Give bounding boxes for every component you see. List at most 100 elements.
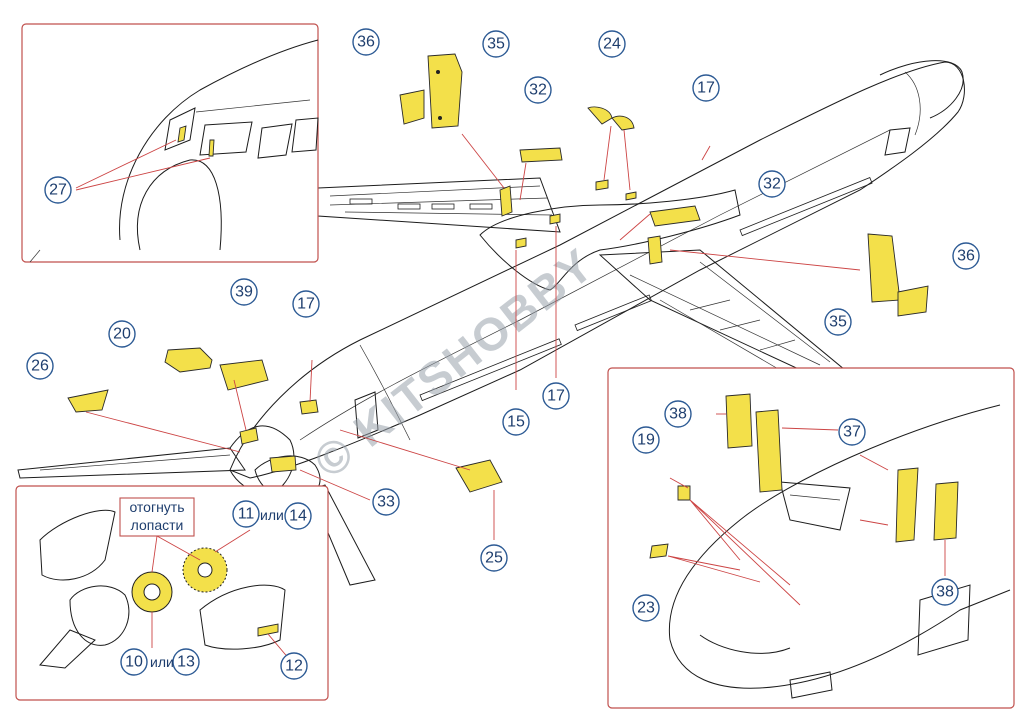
engine-cowl — [39, 509, 116, 581]
part-26 — [67, 389, 109, 413]
callout-17-low: 17 — [542, 382, 570, 410]
svg-text:13: 13 — [177, 654, 195, 671]
callout-38-upper: 38 — [664, 400, 692, 428]
note-bend-box — [119, 497, 195, 537]
callout-24: 24 — [598, 30, 626, 58]
callout-33: 33 — [372, 488, 400, 516]
svg-text:27: 27 — [49, 182, 67, 199]
part-25 — [455, 459, 503, 493]
callout-32-right: 32 — [758, 170, 786, 198]
part-wing-marker — [499, 185, 513, 217]
callout-13: 13 — [172, 648, 200, 676]
callout-10: 10 — [120, 648, 148, 676]
callout-35-right: 35 — [824, 308, 852, 336]
callout-14: 14 — [284, 502, 312, 530]
callout-17-mid: 17 — [292, 290, 320, 318]
part-35-right — [867, 233, 901, 303]
svg-text:35: 35 — [487, 36, 505, 53]
callout-25: 25 — [480, 544, 508, 572]
callout-17-top: 17 — [692, 74, 720, 102]
callout-39: 39 — [230, 278, 258, 306]
svg-text:32: 32 — [763, 176, 781, 193]
rear-door — [354, 391, 379, 439]
inset-engine: отогнуть лопасти — [15, 485, 329, 701]
part-23 — [649, 543, 669, 559]
parts-main — [67, 53, 929, 493]
callout-11: 11 — [232, 500, 260, 528]
callout-15: 15 — [502, 408, 530, 436]
svg-text:37: 37 — [843, 424, 861, 441]
cockpit-door — [884, 127, 911, 156]
aircraft-main — [17, 60, 965, 586]
callout-37: 37 — [838, 418, 866, 446]
part-39 — [219, 359, 269, 391]
svg-text:15: 15 — [507, 414, 525, 431]
part-32-right — [649, 205, 701, 227]
callout-20: 20 — [108, 320, 136, 348]
watermark: © KITSHOBBY — [304, 238, 604, 488]
wing-panels — [349, 198, 493, 210]
svg-text:33: 33 — [377, 494, 395, 511]
svg-text:39: 39 — [235, 284, 253, 301]
cabin-windows — [419, 177, 873, 402]
engine-core — [69, 585, 130, 646]
note-bend-line1: отогнуть — [129, 499, 184, 515]
svg-text:12: 12 — [285, 658, 303, 675]
part-tail-small — [299, 399, 319, 415]
inset-cockpit — [21, 23, 319, 263]
part-24b — [611, 115, 635, 131]
svg-text:38: 38 — [669, 406, 687, 423]
leader-lines — [85, 125, 861, 540]
callout-27: 27 — [44, 176, 72, 204]
part-38-upper — [725, 393, 753, 449]
right-wing — [598, 249, 847, 373]
svg-text:17: 17 — [297, 296, 315, 313]
part-36-top — [399, 89, 425, 125]
svg-text:10: 10 — [125, 654, 143, 671]
or-label-10-13: или — [150, 654, 174, 670]
callout-36-top: 36 — [352, 28, 380, 56]
tail-stabilizer — [17, 447, 246, 479]
svg-text:32: 32 — [529, 82, 547, 99]
callouts: 36 35 24 32 17 32 36 35 27 39 17 20 26 1… — [26, 28, 980, 680]
part-36-right — [897, 285, 929, 317]
engine-nacelle — [199, 584, 286, 650]
callout-19: 19 — [632, 426, 660, 454]
callout-23: 23 — [632, 594, 660, 622]
part-37-upper — [755, 409, 783, 493]
part-24a — [587, 106, 613, 125]
callout-36-right: 36 — [952, 242, 980, 270]
svg-text:26: 26 — [31, 358, 49, 375]
svg-text:11: 11 — [238, 506, 255, 523]
svg-text:24: 24 — [603, 36, 621, 53]
part-35-top — [427, 53, 463, 129]
svg-text:17: 17 — [547, 388, 565, 405]
part-12 — [257, 623, 279, 637]
part-19 — [677, 485, 691, 501]
wing-root-fairing — [479, 189, 741, 291]
svg-text:38: 38 — [936, 584, 954, 601]
svg-text:14: 14 — [289, 508, 307, 525]
callout-26: 26 — [26, 352, 54, 380]
callout-32-top: 32 — [524, 76, 552, 104]
svg-text:17: 17 — [697, 80, 715, 97]
nose-radome — [879, 60, 964, 119]
svg-text:35: 35 — [829, 314, 847, 331]
svg-text:20: 20 — [113, 326, 131, 343]
part-37-lower — [895, 467, 919, 543]
part-32-top — [519, 147, 563, 163]
svg-text:23: 23 — [637, 600, 655, 617]
svg-text:25: 25 — [485, 550, 503, 567]
callout-35-top: 35 — [482, 30, 510, 58]
part-right-small — [647, 235, 663, 265]
part-38-lower — [933, 481, 959, 541]
or-label-11-14: или — [260, 507, 284, 523]
inset-nose-frame — [607, 367, 1015, 709]
left-wing — [317, 177, 561, 233]
note-bend-line2: лопасти — [131, 517, 184, 533]
svg-text:19: 19 — [637, 432, 655, 449]
svg-text:36: 36 — [357, 34, 375, 51]
callout-12: 12 — [280, 652, 308, 680]
svg-text:36: 36 — [957, 248, 975, 265]
